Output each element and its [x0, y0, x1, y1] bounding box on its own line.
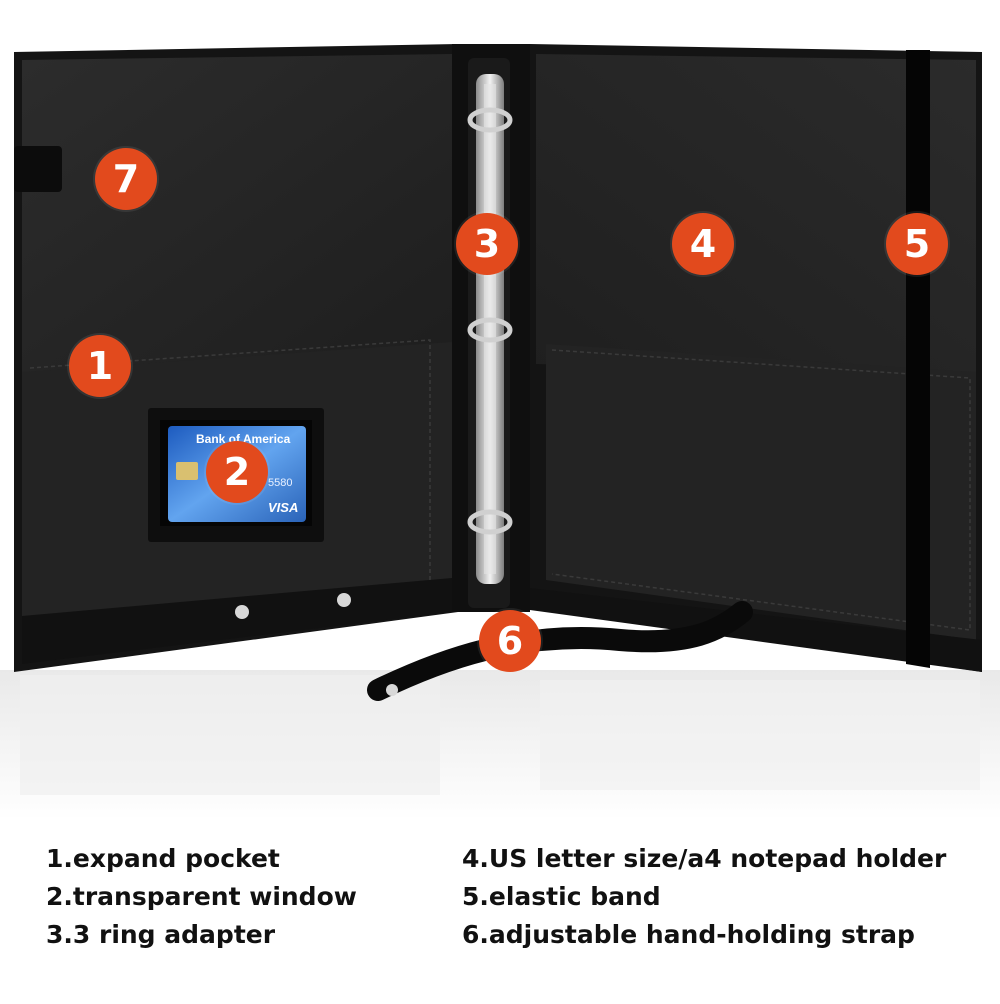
snap-stud-left: [235, 605, 249, 619]
legend-item-transparent-window: 2.transparent window: [46, 882, 357, 911]
right-bottom-strip: [530, 588, 982, 672]
ring-top: [467, 107, 513, 133]
callout-badge-7: 7: [95, 148, 157, 210]
callout-badge-5: 5: [886, 213, 948, 275]
callout-badge-6: 6: [479, 610, 541, 672]
callout-badge-1: 1: [69, 335, 131, 397]
hand-strap: [367, 601, 753, 701]
legend-item-elastic-band: 5.elastic band: [462, 882, 661, 911]
strap-end-snap: [386, 684, 398, 696]
callout-badge-4: 4: [672, 213, 734, 275]
card-digits: 5580: [268, 477, 292, 489]
callout-badge-2: 2: [206, 441, 268, 503]
right-reflection: [540, 680, 980, 790]
card-brand: VISA: [268, 500, 298, 515]
legend-item-notepad-holder: 4.US letter size/a4 notepad holder: [462, 844, 947, 873]
legend-item-expand-pocket: 1.expand pocket: [46, 844, 280, 873]
snap-stud-right: [337, 593, 351, 607]
right-pocket: [546, 344, 976, 640]
legend-left: 1.expand pocket 2.transparent window 3.3…: [46, 840, 357, 954]
card-chip: [176, 462, 198, 480]
ring-adapter-highlight: [484, 84, 496, 574]
card-bank-name: Bank of America: [196, 432, 291, 446]
ring-middle: [467, 317, 513, 343]
elastic-band: [906, 50, 930, 668]
legend-item-hand-strap: 6.adjustable hand-holding strap: [462, 920, 915, 949]
pocket-stitching: [29, 339, 431, 629]
callout-badge-3: 3: [456, 213, 518, 275]
left-upper-panel: [22, 54, 452, 372]
pen-loop: [14, 146, 62, 192]
legend-right: 4.US letter size/a4 notepad holder 5.ela…: [462, 840, 946, 954]
ring-bottom: [467, 509, 513, 535]
legend-item-ring-adapter: 3.3 ring adapter: [46, 920, 276, 949]
notepad-holder-panel: [536, 54, 976, 372]
